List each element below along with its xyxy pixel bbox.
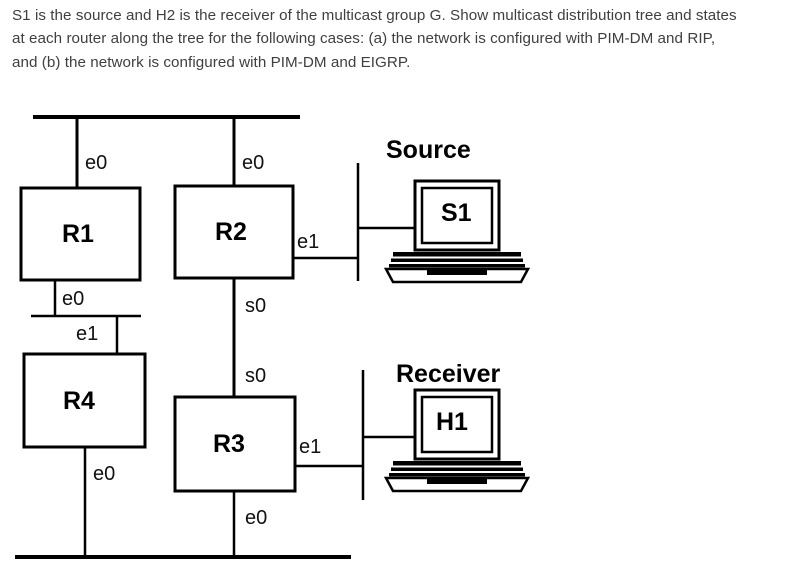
interface-label-r3-e1: e1: [299, 436, 322, 458]
router-label-r2: R2: [215, 218, 247, 246]
router-box-r2: [173, 184, 295, 280]
router-box-r1: [19, 186, 142, 282]
interface-label-r2-e0-top: e0: [242, 152, 265, 174]
router-box-r4: [22, 352, 147, 449]
interface-label-r4-e1-top: e1: [76, 323, 99, 345]
interface-label-r2-e1: e1: [297, 231, 320, 253]
host-title-receiver: Receiver: [396, 360, 501, 388]
router-box-r3: [173, 395, 297, 493]
laptop-icon-h1: [383, 388, 531, 493]
router-label-r1: R1: [62, 220, 94, 248]
laptop-icon-s1: [383, 179, 531, 284]
interface-label-r3-e0: e0: [245, 507, 268, 529]
question-text: S1 is the source and H2 is the receiver …: [12, 7, 741, 71]
router-label-r4: R4: [63, 387, 95, 415]
host-title-source: Source: [386, 136, 471, 164]
router-label-r3: R3: [213, 430, 245, 458]
interface-label-r3-s0: s0: [245, 365, 267, 387]
host-label-h1: H1: [436, 408, 468, 436]
interface-label-r1-e0-bottom: e0: [62, 288, 85, 310]
host-label-s1: S1: [441, 199, 472, 227]
interface-label-r4-e0-bottom: e0: [93, 463, 116, 485]
interface-label-r1-e0-top: e0: [85, 152, 108, 174]
interface-label-r2-s0: s0: [245, 295, 267, 317]
